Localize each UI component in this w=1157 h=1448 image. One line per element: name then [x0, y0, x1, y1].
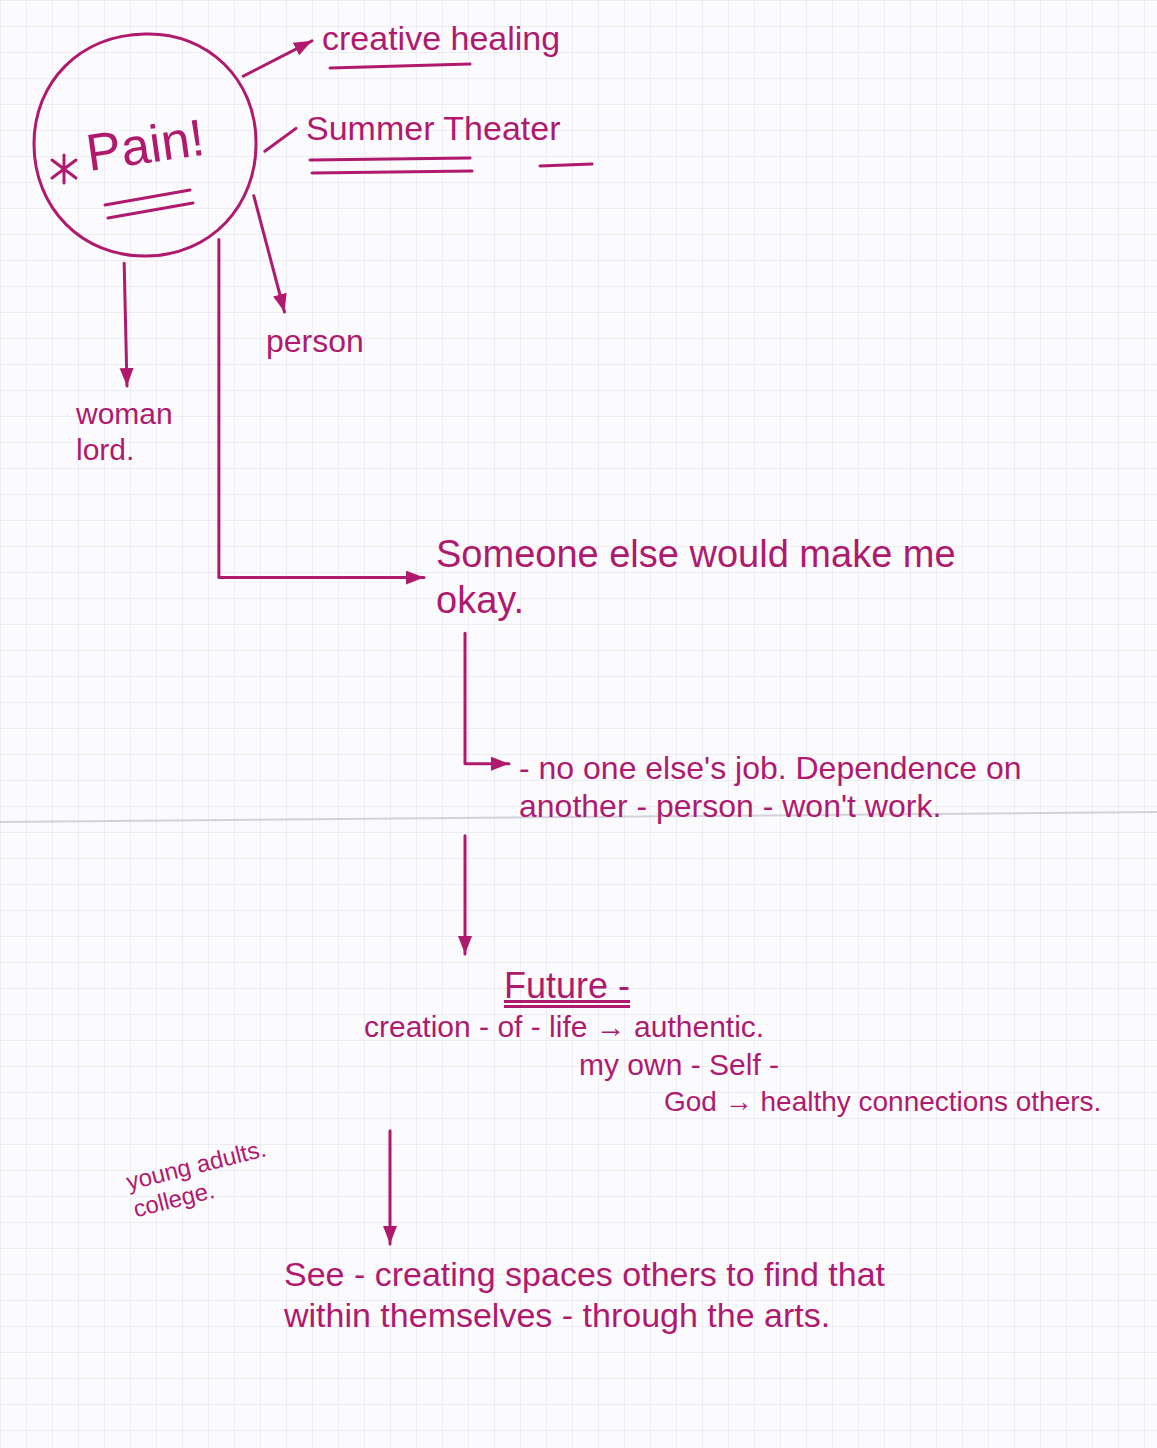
flow-arrow	[254, 196, 285, 312]
circle-outline-path	[34, 34, 256, 256]
note-text: woman lord.	[76, 396, 178, 468]
note-text-node: creative healing	[318, 14, 698, 63]
note-text: - no one else's job. Dependence on anoth…	[519, 749, 1031, 826]
note-text-node: See - creating spaces others to find tha…	[280, 1250, 920, 1340]
underline	[540, 164, 592, 166]
underline	[310, 158, 470, 160]
underline	[312, 171, 472, 173]
underline	[108, 203, 193, 218]
note-text-node: Summer Theater	[302, 104, 722, 153]
note-text: God → healthy connections others.	[664, 1085, 1146, 1119]
star-mark	[52, 155, 76, 183]
note-text-node: Someone else would make me okay.	[432, 528, 1002, 627]
note-text: See - creating spaces others to find tha…	[284, 1254, 916, 1336]
note-text: creation - of - life → authentic.	[364, 1009, 1146, 1045]
flow-arrow	[265, 128, 296, 151]
circle-title: Pain!	[82, 106, 208, 184]
side-note: young adults. college.	[124, 1133, 283, 1223]
note-text: person	[266, 322, 408, 360]
flow-arrow	[464, 836, 467, 954]
note-text: Summer Theater	[306, 108, 718, 149]
underline	[330, 64, 470, 68]
note-text-node: - no one else's job. Dependence on anoth…	[515, 745, 1035, 830]
note-text-node: woman lord.	[72, 392, 182, 472]
note-text-node: Future -creation - of - life → authentic…	[360, 960, 1150, 1125]
flow-arrow	[124, 263, 127, 386]
circle-node: Pain!	[30, 30, 260, 260]
flow-arrow	[243, 41, 312, 76]
underline	[105, 190, 190, 205]
note-text: creative healing	[322, 18, 694, 59]
flow-arrow	[389, 1131, 392, 1244]
note-text: Future -	[504, 964, 1146, 1007]
note-text: my own - Self -	[579, 1047, 1146, 1083]
flow-arrow	[465, 633, 509, 763]
note-text: Someone else would make me okay.	[436, 532, 998, 623]
flow-arrow	[219, 240, 424, 578]
note-text-node: person	[262, 318, 412, 364]
